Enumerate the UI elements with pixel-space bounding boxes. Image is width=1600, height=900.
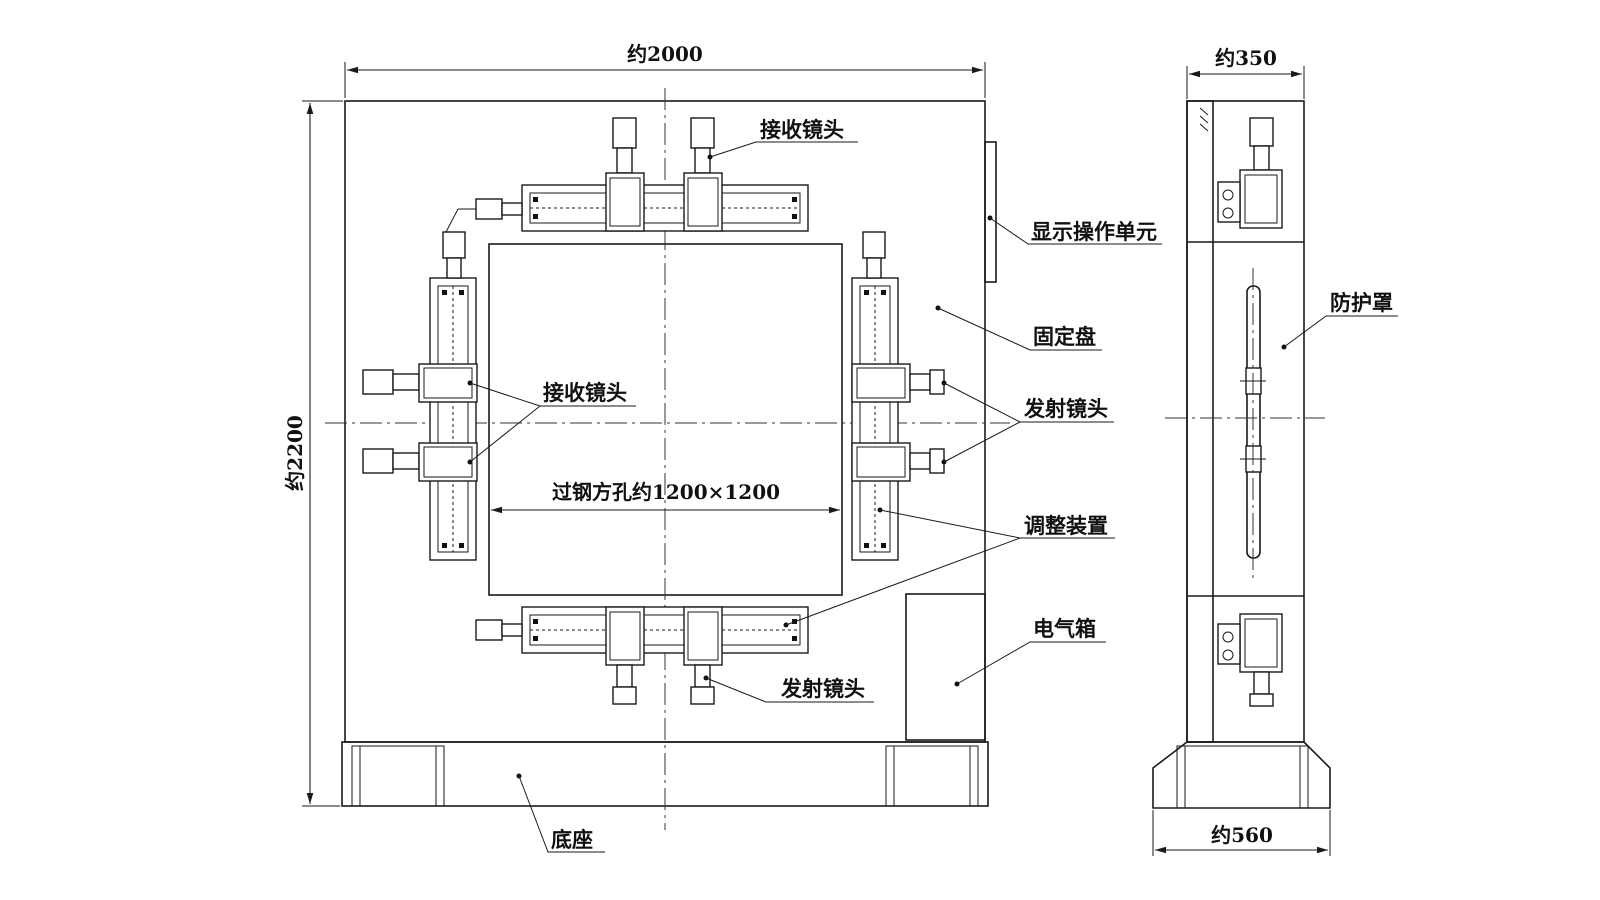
label-emit-lens-right: 发射镜头 bbox=[1023, 396, 1108, 421]
dimension-side-base bbox=[1152, 810, 1331, 856]
dimension-side-top bbox=[1186, 66, 1305, 99]
receive-lens-left-1 bbox=[362, 363, 478, 403]
adjust-device-top bbox=[445, 184, 809, 233]
dimension-front-height bbox=[302, 100, 343, 807]
emit-lens-side bbox=[1217, 613, 1283, 707]
label-receive-lens-top: 接收镜头 bbox=[760, 117, 844, 142]
emit-lens-bottom-1 bbox=[605, 606, 645, 705]
dimension-opening-label: 过钢方孔约1200×1200 bbox=[552, 480, 780, 504]
dimension-front-width bbox=[344, 62, 986, 98]
dimension-front-height-label: 约2200 bbox=[283, 415, 307, 491]
adjust-device-bottom bbox=[475, 606, 809, 654]
emit-lens-bottom-2 bbox=[683, 606, 723, 705]
receive-lens-top-1 bbox=[605, 117, 645, 232]
adjust-device-left bbox=[429, 231, 477, 561]
front-view: 约2000 约2200 过钢方孔约1200×1200 接收镜头 显示操作单元 固… bbox=[283, 42, 1162, 853]
display-unit bbox=[984, 141, 997, 283]
label-emit-lens-bottom: 发射镜头 bbox=[780, 676, 865, 701]
emit-lens-right-2 bbox=[851, 442, 945, 482]
dimension-front-width-label: 约2000 bbox=[627, 42, 703, 66]
side-view: 约350 约560 防护罩 bbox=[1152, 46, 1398, 856]
emit-lens-right-1 bbox=[851, 363, 945, 403]
receive-lens-top-2 bbox=[683, 117, 723, 232]
receive-lens-left-2 bbox=[362, 442, 478, 482]
label-adjust-device: 调整装置 bbox=[1024, 513, 1108, 538]
label-electrical-box: 电气箱 bbox=[1033, 616, 1096, 641]
shield bbox=[1186, 100, 1214, 743]
label-shield: 防护罩 bbox=[1330, 290, 1393, 315]
label-receive-lens-left: 接收镜头 bbox=[543, 380, 627, 405]
label-base: 底座 bbox=[551, 827, 593, 852]
side-base bbox=[1152, 741, 1331, 809]
label-fixed-plate: 固定盘 bbox=[1033, 324, 1096, 349]
label-display-unit: 显示操作单元 bbox=[1031, 219, 1157, 244]
dimension-side-base-label: 约560 bbox=[1211, 823, 1273, 847]
receive-lens-side bbox=[1217, 117, 1283, 229]
electrical-box bbox=[905, 593, 986, 741]
dimension-side-top-label: 约350 bbox=[1215, 46, 1277, 70]
adjust-device-right bbox=[851, 231, 899, 561]
